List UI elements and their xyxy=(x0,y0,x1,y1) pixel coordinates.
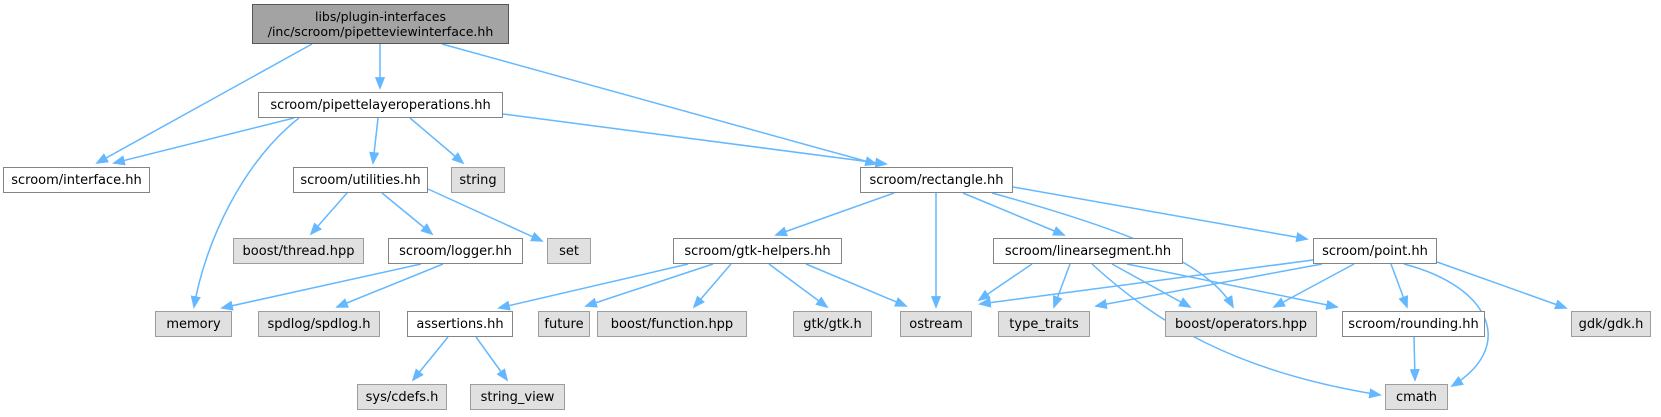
edge-rectangle-linearsegment xyxy=(962,192,1066,236)
edge-point-ostream xyxy=(978,259,1314,308)
graph-node-label: scroom/logger.hh xyxy=(399,243,512,259)
edge-assertions-stringview xyxy=(475,336,509,382)
graph-node-utilities[interactable]: scroom/utilities.hh xyxy=(293,167,428,193)
edge-plo-memory xyxy=(190,117,300,309)
graph-node-linearsegment[interactable]: scroom/linearsegment.hh xyxy=(993,238,1183,264)
graph-node-label: /inc/scroom/pipetteviewinterface.hh xyxy=(267,24,494,39)
graph-node-gdk: gdk/gdk.h xyxy=(1571,311,1651,337)
edge-linearsegment-operators xyxy=(1111,263,1192,308)
graph-node-label: spdlog/spdlog.h xyxy=(267,316,371,332)
edge-linearsegment-typetraits xyxy=(1052,263,1071,309)
edge-gtkhelpers-gtkgtk xyxy=(768,263,829,309)
graph-node-function: boost/function.hpp xyxy=(597,311,747,337)
edge-utilities-set xyxy=(427,188,544,242)
edge-utilities-logger xyxy=(381,192,434,236)
graph-node-label: set xyxy=(559,243,579,259)
edge-plo-string xyxy=(409,117,465,165)
graph-node-typetraits: type_traits xyxy=(998,311,1090,337)
edge-linearsegment-rounding xyxy=(1126,263,1339,310)
graph-node-label: memory xyxy=(166,316,221,332)
graph-node-label: future xyxy=(544,316,584,332)
edge-linearsegment-ostream xyxy=(977,263,1033,302)
graph-node-label: scroom/linearsegment.hh xyxy=(1004,243,1172,259)
edge-point-cmath xyxy=(1403,263,1489,387)
graph-node-label: libs/plugin-interfaces xyxy=(314,9,447,24)
graph-node-label: scroom/rectangle.hh xyxy=(869,172,1004,188)
graph-node-syscdefs: sys/cdefs.h xyxy=(357,384,447,410)
graph-node-label: scroom/point.hh xyxy=(1322,243,1428,259)
graph-node-label: string xyxy=(459,172,497,188)
graph-node-label: scroom/gtk-helpers.hh xyxy=(684,243,831,259)
edge-gtkhelpers-future xyxy=(584,263,714,308)
graph-node-label: assertions.hh xyxy=(416,316,504,332)
edge-logger-memory xyxy=(220,263,422,311)
edge-point-gdk xyxy=(1436,261,1568,310)
graph-node-label: scroom/rounding.hh xyxy=(1348,316,1479,332)
graph-node-gtkgtk: gtk/gtk.h xyxy=(793,311,872,337)
graph-node-plo[interactable]: scroom/pipettelayeroperations.hh xyxy=(258,92,503,118)
graph-node-interface[interactable]: scroom/interface.hh xyxy=(3,167,150,193)
edge-logger-spdlog xyxy=(335,263,444,308)
edge-rectangle-gtkhelpers xyxy=(774,192,895,237)
graph-node-root: libs/plugin-interfaces/inc/scroom/pipett… xyxy=(252,4,509,44)
graph-node-label: scroom/utilities.hh xyxy=(300,172,421,188)
graph-node-ostream: ostream xyxy=(900,311,972,337)
graph-node-cmath: cmath xyxy=(1385,384,1448,410)
graph-node-label: boost/function.hpp xyxy=(610,316,734,332)
edge-root-rectangle xyxy=(441,43,878,167)
edge-rectangle-point xyxy=(1012,186,1309,243)
graph-node-memory: memory xyxy=(155,311,232,337)
graph-node-stringview: string_view xyxy=(470,384,565,410)
graph-node-label: scroom/interface.hh xyxy=(11,172,142,188)
graph-node-logger[interactable]: scroom/logger.hh xyxy=(388,238,523,264)
edge-gtkhelpers-function xyxy=(692,263,732,309)
graph-node-label: string_view xyxy=(480,389,555,405)
graph-node-label: cmath xyxy=(1395,389,1438,405)
graph-node-thread: boost/thread.hpp xyxy=(233,238,364,264)
graph-node-label: type_traits xyxy=(1009,316,1079,332)
edge-point-rounding xyxy=(1390,263,1409,309)
edge-point-typetraits xyxy=(1094,263,1323,310)
edge-root-interface xyxy=(95,43,313,164)
graph-node-rounding[interactable]: scroom/rounding.hh xyxy=(1342,311,1485,337)
edge-plo-rectangle xyxy=(502,113,888,168)
edge-gtkhelpers-assertions xyxy=(497,263,689,311)
graph-node-string: string xyxy=(451,167,505,193)
graph-node-set: set xyxy=(547,238,591,264)
graph-node-spdlog: spdlog/spdlog.h xyxy=(258,311,380,337)
edge-plo-utilities xyxy=(369,117,380,165)
edge-utilities-thread xyxy=(309,192,348,236)
graph-node-rectangle[interactable]: scroom/rectangle.hh xyxy=(860,167,1013,193)
edge-point-operators xyxy=(1272,263,1355,308)
edge-plo-interface xyxy=(112,117,295,166)
graph-node-future: future xyxy=(538,311,590,337)
graph-node-label: boost/thread.hpp xyxy=(242,243,355,259)
graph-node-operators: boost/operators.hpp xyxy=(1165,311,1317,337)
edge-assertions-syscdefs xyxy=(411,336,449,382)
graph-node-label: gdk/gdk.h xyxy=(1578,316,1644,332)
graph-node-gtkhelpers[interactable]: scroom/gtk-helpers.hh xyxy=(673,238,842,264)
graph-node-label: scroom/pipettelayeroperations.hh xyxy=(270,97,491,113)
graph-node-assertions[interactable]: assertions.hh xyxy=(407,311,513,337)
graph-node-point[interactable]: scroom/point.hh xyxy=(1313,238,1437,264)
edge-gtkhelpers-ostream xyxy=(805,263,908,307)
graph-node-label: boost/operators.hpp xyxy=(1175,316,1307,332)
edge-rounding-cmath xyxy=(1409,336,1420,382)
graph-node-label: sys/cdefs.h xyxy=(365,389,439,405)
graph-node-label: gtk/gtk.h xyxy=(803,316,862,332)
graph-node-label: ostream xyxy=(909,316,963,332)
